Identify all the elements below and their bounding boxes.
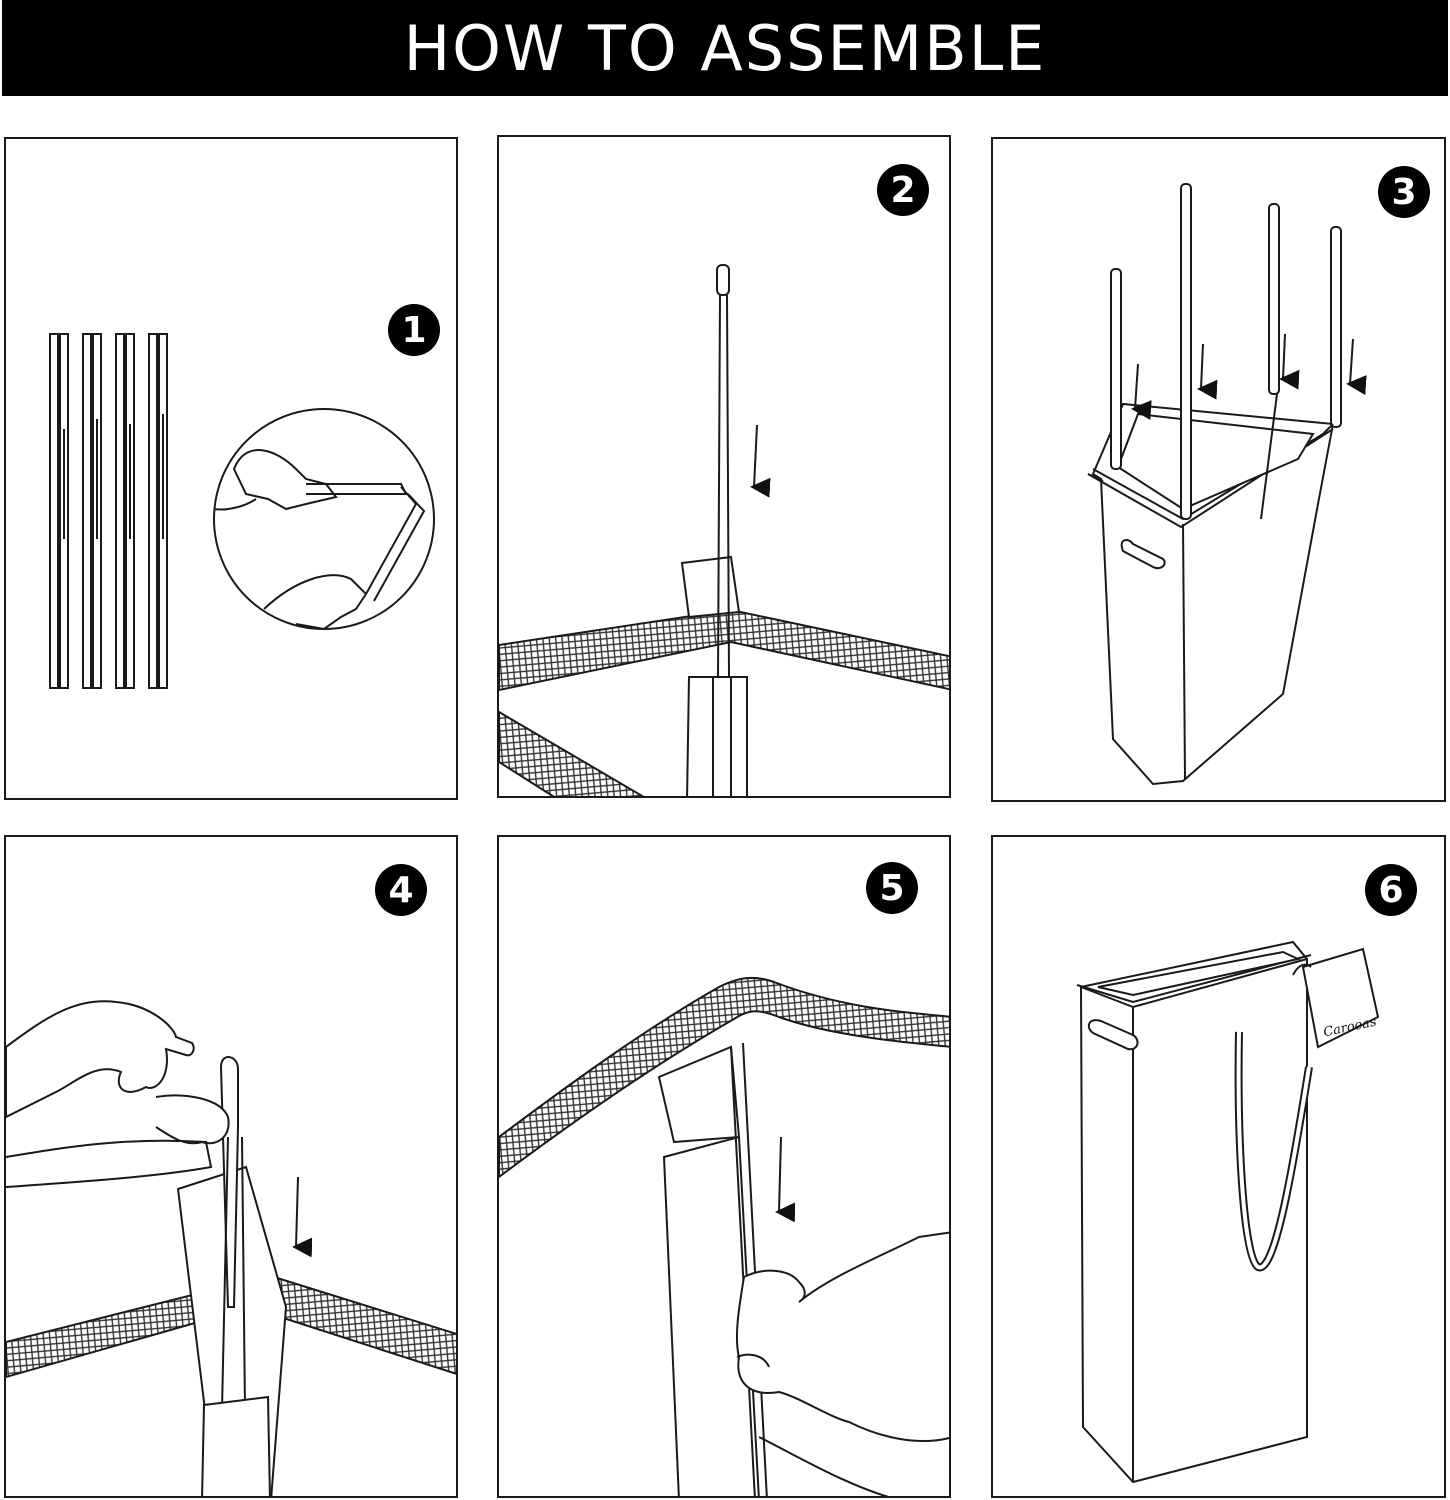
step-number-badge: 6 <box>1365 864 1417 916</box>
header-banner: HOW TO ASSEMBLE <box>2 0 1448 96</box>
secure-pole-sleeve-icon <box>499 976 949 1496</box>
insert-pole-corner-icon <box>499 264 949 796</box>
step-number-badge: 2 <box>877 164 929 216</box>
step-number-badge: 3 <box>1378 166 1430 218</box>
step-panel-3: 3 <box>991 137 1446 802</box>
page-title: HOW TO ASSEMBLE <box>403 11 1047 85</box>
step-number-badge: 1 <box>388 304 440 356</box>
step-panel-5: 5 <box>497 835 951 1498</box>
insert-four-poles-icon <box>1087 183 1367 786</box>
step-number-badge: 4 <box>375 864 427 916</box>
pole-set-icon <box>49 333 168 689</box>
step-panel-4: 4 <box>4 835 458 1498</box>
step-panel-6: 6 Caroeas <box>991 835 1446 1498</box>
step-number-badge: 5 <box>866 862 918 914</box>
step-panel-2: 2 <box>497 135 951 798</box>
finished-basket-icon <box>1076 940 1380 1484</box>
push-pole-down-icon <box>6 1000 456 1496</box>
poles-and-connect-icon <box>49 333 435 689</box>
magnifier-detail-icon <box>213 408 435 631</box>
step-panel-1: 1 <box>4 137 458 800</box>
